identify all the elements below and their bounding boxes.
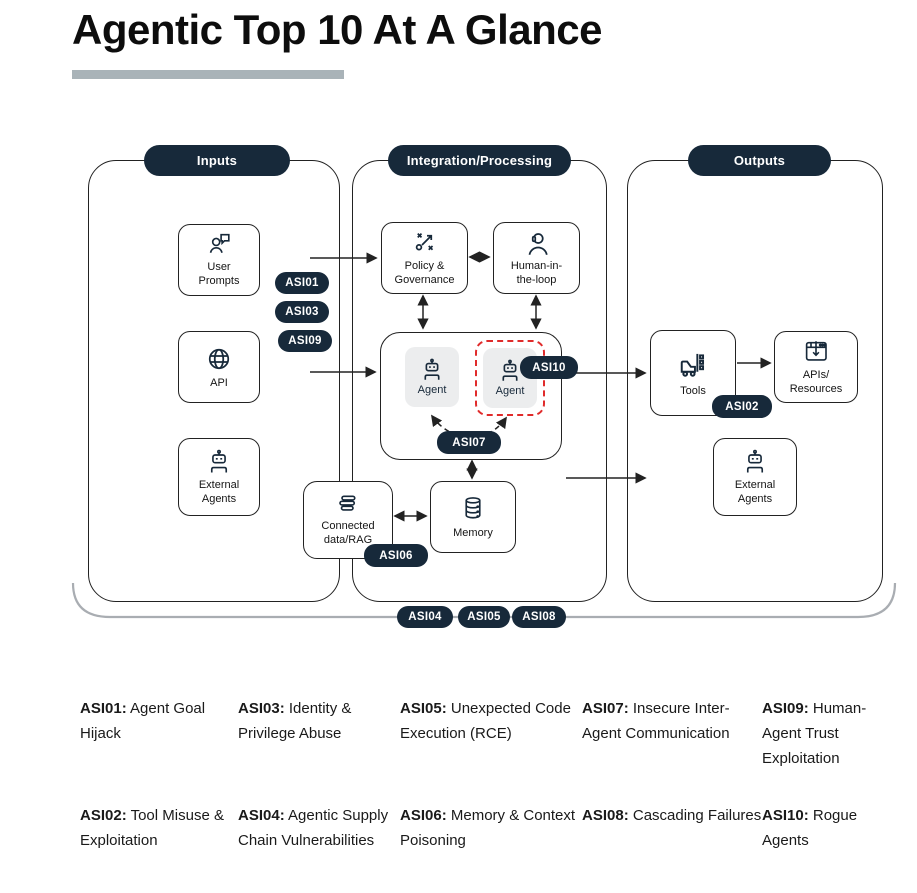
- title-underline: [72, 70, 344, 79]
- legend-text: Rogue Agents: [762, 807, 858, 849]
- agent-label: Agent: [417, 383, 447, 396]
- robot-icon: [746, 450, 764, 473]
- node-apis-resources: APIs/ Resources: [774, 331, 858, 403]
- asi05-pill: ASI05: [458, 606, 510, 628]
- node-external-agents-inputs: External Agents: [178, 438, 260, 516]
- robot-icon: [424, 358, 440, 380]
- legend: ASI01: Agent Goal Hijack ASI03: Identity…: [80, 696, 888, 853]
- legend-id: ASI08:: [582, 807, 629, 824]
- legend-text: Memory & Context Poisoning: [400, 807, 576, 849]
- asi03-pill: ASI03: [275, 301, 329, 323]
- globe-icon: [208, 348, 230, 370]
- legend-id: ASI09:: [762, 700, 809, 717]
- legend-text: Identity & Privilege Abuse: [238, 700, 352, 742]
- legend-item: ASI04: Agentic Supply Chain Vulnerabilit…: [238, 803, 400, 853]
- node-label: Human-in- the-loop: [510, 260, 563, 286]
- legend-item: ASI05: Unexpected Code Execution (RCE): [400, 696, 582, 771]
- legend-text: Agentic Supply Chain Vulnerabilities: [238, 807, 389, 849]
- legend-item: ASI03: Identity & Privilege Abuse: [238, 696, 400, 771]
- legend-text: Insecure Inter-Agent Communication: [582, 700, 730, 742]
- legend-text: Human-Agent Trust Exploitation: [762, 700, 867, 767]
- download-window-icon: [805, 341, 827, 362]
- legend-id: ASI01:: [80, 700, 127, 717]
- asi02-pill: ASI02: [712, 395, 772, 418]
- person-headset-icon: [528, 233, 548, 256]
- legend-id: ASI04:: [238, 807, 285, 824]
- asi08-pill: ASI08: [512, 606, 566, 628]
- legend-text: Cascading Failures: [632, 807, 762, 824]
- node-label: Policy & Governance: [394, 260, 455, 286]
- legend-text: Agent Goal Hijack: [80, 700, 206, 742]
- robot-icon: [210, 450, 228, 473]
- forklift-icon: [680, 353, 705, 377]
- node-label: API: [210, 376, 228, 389]
- legend-id: ASI02:: [80, 807, 127, 824]
- legend-id: ASI07:: [582, 700, 629, 717]
- asi09-pill: ASI09: [278, 330, 332, 352]
- legend-item: ASI02: Tool Misuse & Exploitation: [80, 803, 238, 853]
- legend-item: ASI06: Memory & Context Poisoning: [400, 803, 582, 853]
- outputs-header-pill: Outputs: [688, 145, 831, 176]
- legend-text: Tool Misuse & Exploitation: [80, 807, 224, 849]
- legend-id: ASI06:: [400, 807, 447, 824]
- node-user-prompts: User Prompts: [178, 224, 260, 296]
- node-api: API: [178, 331, 260, 403]
- strategy-icon: [415, 233, 433, 251]
- legend-item: ASI07: Insecure Inter-Agent Communicatio…: [582, 696, 762, 771]
- inputs-header-pill: Inputs: [144, 145, 290, 176]
- stacked-books-icon: [339, 495, 356, 512]
- agent-label: Agent: [495, 384, 525, 397]
- node-policy-governance: Policy & Governance: [381, 222, 468, 294]
- asi10-pill: ASI10: [520, 356, 578, 379]
- legend-item: ASI09: Human-Agent Trust Exploitation: [762, 696, 888, 771]
- node-label: Memory: [453, 526, 493, 539]
- processing-header-pill: Integration/Processing: [388, 145, 571, 176]
- legend-text: Unexpected Code Execution (RCE): [400, 700, 571, 742]
- database-icon: [465, 497, 481, 519]
- node-memory: Memory: [430, 481, 516, 553]
- node-human-in-the-loop: Human-in- the-loop: [493, 222, 580, 294]
- legend-item: ASI01: Agent Goal Hijack: [80, 696, 238, 771]
- node-label: APIs/ Resources: [789, 369, 843, 395]
- legend-id: ASI03:: [238, 700, 285, 717]
- agent-tile-left: Agent: [405, 347, 459, 407]
- asi07-pill: ASI07: [437, 431, 501, 454]
- asi06-pill: ASI06: [364, 544, 428, 567]
- user-chat-icon: [209, 234, 230, 254]
- node-label: External Agents: [198, 479, 240, 505]
- asi04-pill: ASI04: [397, 606, 453, 628]
- legend-item: ASI10: Rogue Agents: [762, 803, 888, 853]
- node-label: External Agents: [734, 479, 776, 505]
- asi01-pill: ASI01: [275, 272, 329, 294]
- page-title: Agentic Top 10 At A Glance: [72, 6, 602, 53]
- legend-id: ASI05:: [400, 700, 447, 717]
- node-label: Tools: [680, 384, 706, 397]
- node-label: User Prompts: [198, 261, 240, 287]
- robot-icon: [502, 359, 518, 381]
- legend-item: ASI08: Cascading Failures: [582, 803, 762, 853]
- legend-id: ASI10:: [762, 807, 809, 824]
- node-label: Connected data/RAG: [321, 520, 375, 546]
- node-external-agents-outputs: External Agents: [713, 438, 797, 516]
